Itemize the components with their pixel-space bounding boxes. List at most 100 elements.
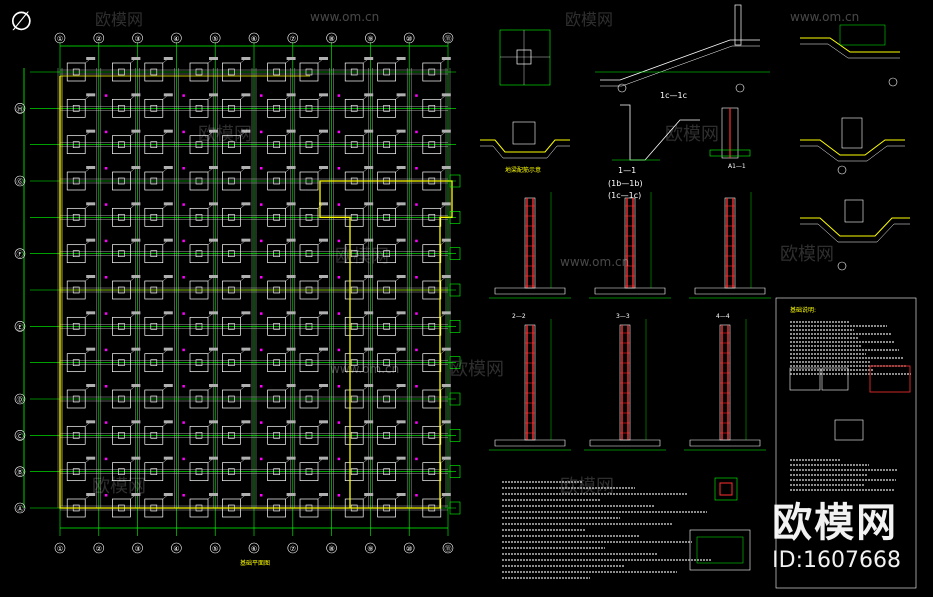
column [195,359,203,366]
column-pad [299,353,319,373]
grid-label: ⑥ [251,35,257,43]
grid-label: ⑦ [290,545,296,553]
grid-label: ⑨ [367,545,373,553]
tag-mark [260,421,263,424]
column [273,177,280,185]
column-tag [364,420,374,424]
column-tag [209,420,218,424]
tag-mark [104,167,108,170]
notes-frame [775,297,917,589]
column [72,105,80,112]
column-tag [241,57,251,60]
tag-mark [415,167,418,170]
column-tag [396,420,406,424]
column-tag [441,456,451,460]
column-tag [441,311,451,315]
column-pad [112,462,131,482]
column [383,432,390,439]
column [305,359,313,366]
column [305,468,313,475]
column-tag [241,93,251,97]
column-pad [144,425,164,445]
tag-mark [337,239,341,243]
column-pad [377,135,396,155]
column-pad [377,98,396,118]
column [383,141,390,148]
column-pad [422,389,442,409]
column-pad [344,135,364,155]
column-pad [144,207,164,227]
axis-bubble [837,165,847,175]
column-tag [241,275,251,278]
column [150,68,158,76]
column-tag [209,57,218,60]
column-tag [241,420,251,424]
tag-mark [182,239,185,243]
grid-bubble [171,32,182,44]
column-tag [286,202,296,206]
column [228,141,235,148]
column-pad [189,98,209,118]
tag-mark [337,276,341,279]
column-pad [267,62,286,82]
tag-mark [415,385,418,388]
column [350,214,358,221]
column [195,323,203,330]
column-pad [299,62,319,82]
grid-bubble [14,393,26,405]
edge-detail [449,392,461,406]
column [72,68,80,76]
tag-mark [337,203,341,206]
column-pad [189,462,209,482]
column-pad [344,353,364,373]
pit-profile [800,223,910,243]
column-tag [86,57,96,60]
watermark-cn-3: 欧模网 [198,124,252,145]
tag-mark [104,385,108,388]
grid-bubble [93,542,105,554]
column-pad [144,98,164,118]
column-pad [144,171,164,191]
tag-mark [104,421,108,424]
column-tag [241,311,251,315]
column-tag [163,384,173,387]
column-tag [209,384,218,387]
column [428,68,436,76]
column-tag [131,57,141,60]
tag-mark [337,421,341,424]
column [195,177,203,185]
column-tag [441,202,451,206]
column-pad [222,62,241,82]
tag-mark [182,94,185,97]
column [228,432,235,439]
brand-stamp: 欧模网 ID:1607668 [772,490,901,573]
column-tag [319,129,328,133]
column-tag [163,493,173,496]
grid-bubble [171,542,182,554]
column-tag [209,129,218,133]
column-tag [163,420,173,424]
tag-mark [337,385,341,388]
column-pad [144,244,164,264]
column-tag [131,384,141,387]
column [118,359,125,366]
column [273,359,280,366]
column [350,68,358,76]
column [350,468,358,475]
column-pad [422,462,442,482]
column [72,141,80,148]
grid-bubble [365,32,376,44]
column-tag [319,57,328,60]
grid-label: ③ [134,35,140,43]
watermark-url-3: www.om.cn [560,255,630,269]
grid-label: Ⓗ [17,105,24,113]
column-tag [286,384,296,387]
column-pad [344,98,364,118]
column [228,214,235,221]
column [72,359,80,366]
grid-bubble [14,175,26,187]
column [118,68,125,76]
column [305,68,313,76]
column [195,250,203,257]
